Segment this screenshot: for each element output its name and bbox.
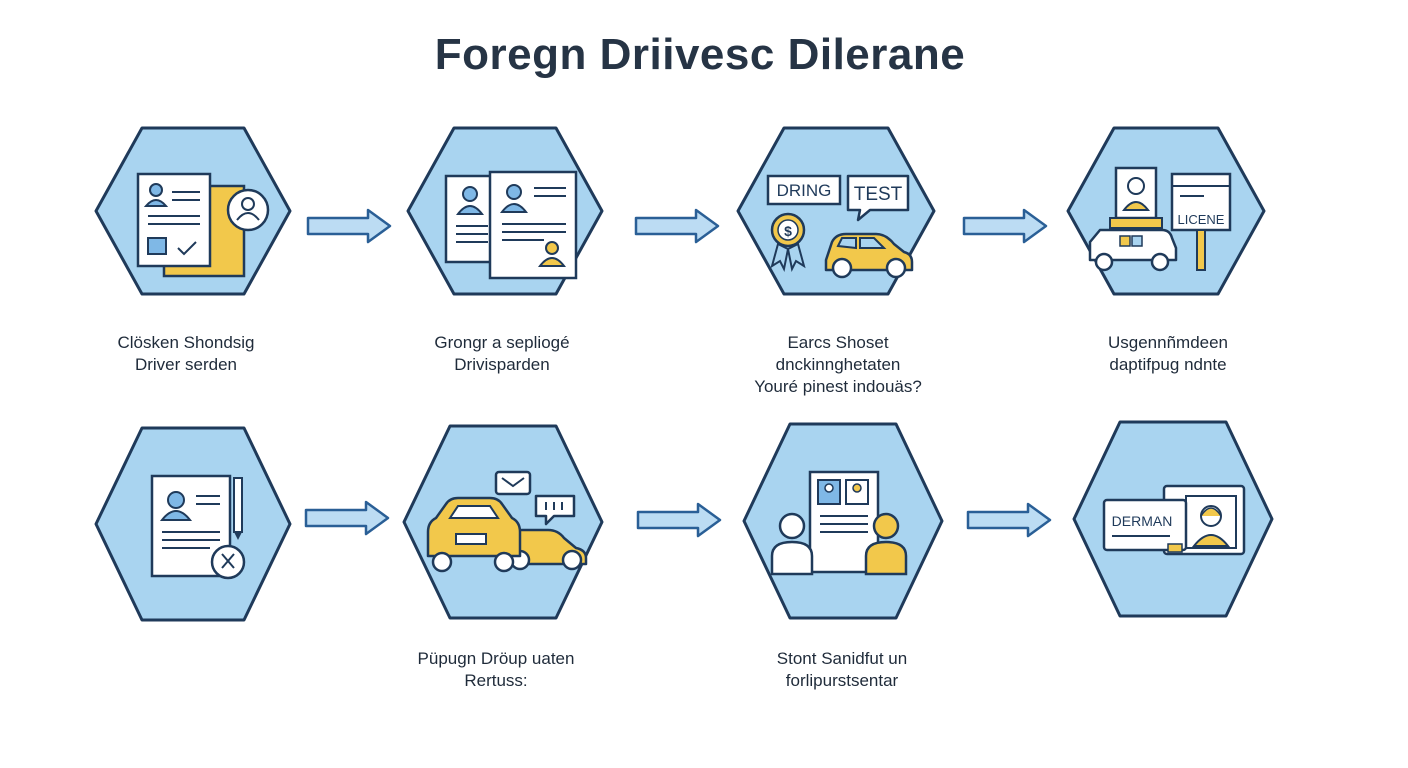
caption-line: Earcs Shoset [787,333,889,352]
step-6-caption: Püpugn Dröup uaten Rertuss: [376,648,616,692]
caption-line: Grongr a sepliogé [434,333,570,352]
flow-arrow [636,502,722,538]
caption-line: daptifpug ndnte [1109,355,1227,374]
caption-line: Rertuss: [464,671,528,690]
cars-exchange-icon [402,424,604,620]
license-sign-text: LICENE [1178,212,1225,227]
caption-line: Püpugn Dröup uaten [417,649,575,668]
sign-left-text: DRING [777,181,832,200]
flow-arrow [304,500,390,536]
flow-arrow [306,208,392,244]
id-documents-icon [406,126,604,296]
license-pickup-icon: LICENE [1066,126,1266,296]
step-7-caption: Stont Sanidfut un forlipurstsentar [722,648,962,692]
flow-arrow [962,208,1048,244]
caption-line: forlipurstsentar [785,671,899,690]
caption-line: Clösken Shondsig [117,333,255,352]
license-card-text: DERMAN [1112,513,1173,529]
flow-arrow [966,502,1052,538]
caption-line: dnckinnghetaten [775,355,901,374]
step-2-caption: Grongr a sepliogé Drivisparden [382,332,622,376]
sign-right-text: TEST [854,184,903,205]
people-verification-icon [742,422,944,620]
application-documents-icon [94,126,292,296]
step-1-caption: Clösken Shondsig Driver serden [66,332,306,376]
svg-text:$: $ [784,223,792,239]
diagram-title: Foregn Driivesc Dilerane [434,30,966,79]
step-4-caption: Usgennñmdeen daptifpug ndnte [1048,332,1288,376]
caption-line: Driver serden [134,355,238,374]
german-license-icon: DERMAN [1072,420,1274,618]
caption-line: Usgennñmdeen [1107,333,1229,352]
caption-line: Youré pinest indouäs? [754,377,922,396]
caption-line: Stont Sanidfut un [776,649,908,668]
driving-test-icon: DRING TEST $ [736,126,936,296]
step-3-caption: Earcs Shoset dnckinnghetaten Youré pines… [718,332,958,398]
form-signing-icon [94,426,292,622]
caption-line: Drivisparden [454,355,550,374]
flow-arrow [634,208,720,244]
